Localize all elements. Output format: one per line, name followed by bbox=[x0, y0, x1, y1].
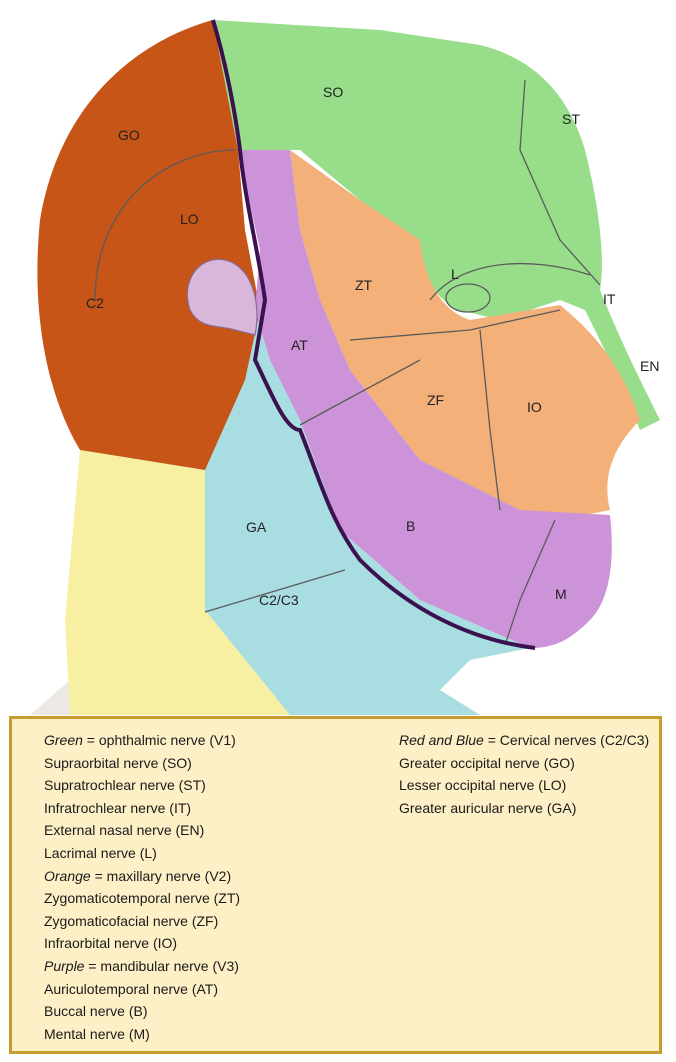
legend-text: Infratrochlear nerve (IT) bbox=[44, 799, 192, 816]
legend-color-name: Red and Blue bbox=[399, 732, 484, 748]
legend-text: Zygomaticofacial nerve (ZF) bbox=[44, 912, 219, 929]
legend-item: Supratrochlear nerve (ST) bbox=[44, 774, 240, 797]
label-m: M bbox=[555, 586, 567, 602]
legend-text: Greater occipital nerve (GO) bbox=[399, 754, 575, 771]
label-at: AT bbox=[291, 337, 308, 353]
legend-item: Infratrochlear nerve (IT) bbox=[44, 797, 240, 820]
legend-text: Supraorbital nerve (SO) bbox=[44, 754, 192, 771]
label-en: EN bbox=[640, 358, 659, 374]
label-so: SO bbox=[323, 84, 343, 100]
legend-item: Mental nerve (M) bbox=[44, 1023, 240, 1046]
label-l: L bbox=[451, 266, 459, 282]
legend-text: Buccal nerve (B) bbox=[44, 1003, 148, 1020]
legend-item: Orange = maxillary nerve (V2) bbox=[44, 865, 240, 888]
legend-text: = ophthalmic nerve (V1) bbox=[82, 732, 236, 748]
orange-v2-region bbox=[290, 150, 640, 520]
legend-item: Zygomaticofacial nerve (ZF) bbox=[44, 910, 240, 933]
label-zt: ZT bbox=[355, 277, 373, 293]
legend-text: Zygomaticotemporal nerve (ZT) bbox=[44, 890, 241, 907]
label-c2: C2 bbox=[86, 295, 104, 311]
legend-color-name: Purple bbox=[44, 957, 85, 974]
legend-item: Purple = mandibular nerve (V3) bbox=[44, 955, 240, 978]
legend-item: Lesser occipital nerve (LO) bbox=[399, 774, 649, 797]
label-it: IT bbox=[603, 291, 616, 307]
legend-text: Auriculotemporal nerve (AT) bbox=[44, 980, 219, 997]
green-v1-region bbox=[213, 20, 660, 430]
label-ga: GA bbox=[246, 519, 267, 535]
legend-text: Lacrimal nerve (L) bbox=[44, 844, 157, 861]
label-go: GO bbox=[118, 127, 140, 143]
legend-text: Mental nerve (M) bbox=[44, 1025, 150, 1042]
legend-item: Lacrimal nerve (L) bbox=[44, 842, 240, 865]
label-lo: LO bbox=[180, 211, 199, 227]
legend-text: Infraorbital nerve (IO) bbox=[44, 935, 178, 952]
legend-text: = mandibular nerve (V3) bbox=[84, 957, 239, 974]
legend-item: Red and Blue = Cervical nerves (C2/C3) bbox=[399, 729, 649, 752]
yellow-cervical-region bbox=[65, 450, 290, 715]
label-b: B bbox=[406, 518, 415, 534]
legend-text: = maxillary nerve (V2) bbox=[90, 867, 232, 884]
legend-text: External nasal nerve (EN) bbox=[44, 822, 205, 839]
legend-item: Buccal nerve (B) bbox=[44, 1000, 240, 1023]
label-zf: ZF bbox=[427, 392, 444, 408]
legend-column-right: Red and Blue = Cervical nerves (C2/C3) Gr… bbox=[399, 729, 649, 819]
legend-item: Greater auricular nerve (GA) bbox=[399, 797, 649, 820]
head-dermatome-illustration: SO ST GO LO L ZT IT C2 AT EN ZF IO GA B … bbox=[30, 19, 660, 715]
trigeminal-boundary-line bbox=[211, 19, 536, 650]
legend-box: Green = ophthalmic nerve (V1) Supraorbita… bbox=[9, 716, 662, 1054]
label-io: IO bbox=[527, 399, 542, 415]
legend-color-name: Green bbox=[44, 732, 83, 748]
legend-text: = Cervical nerves (C2/C3) bbox=[483, 732, 650, 748]
legend-item: Auriculotemporal nerve (AT) bbox=[44, 978, 240, 1001]
legend-item: External nasal nerve (EN) bbox=[44, 819, 240, 842]
legend-item: Infraorbital nerve (IO) bbox=[44, 932, 240, 955]
legend-text: Lesser occipital nerve (LO) bbox=[399, 777, 567, 794]
legend-color-name: Orange bbox=[44, 867, 91, 884]
legend-item: Greater occipital nerve (GO) bbox=[399, 752, 649, 775]
legend-text: Greater auricular nerve (GA) bbox=[399, 799, 577, 816]
purple-v3-region bbox=[238, 150, 612, 648]
red-go-region bbox=[37, 20, 260, 470]
legend-item: Zygomaticotemporal nerve (ZT) bbox=[44, 887, 240, 910]
legend-item: Supraorbital nerve (SO) bbox=[44, 752, 240, 775]
ear-outline bbox=[186, 258, 258, 336]
label-st: ST bbox=[562, 111, 580, 127]
legend-text: Supratrochlear nerve (ST) bbox=[44, 777, 206, 794]
blue-ga-region bbox=[200, 305, 530, 715]
legend-column-left: Green = ophthalmic nerve (V1) Supraorbita… bbox=[44, 729, 240, 1045]
label-c2c3: C2/C3 bbox=[259, 592, 299, 608]
legend-item: Green = ophthalmic nerve (V1) bbox=[44, 729, 240, 752]
